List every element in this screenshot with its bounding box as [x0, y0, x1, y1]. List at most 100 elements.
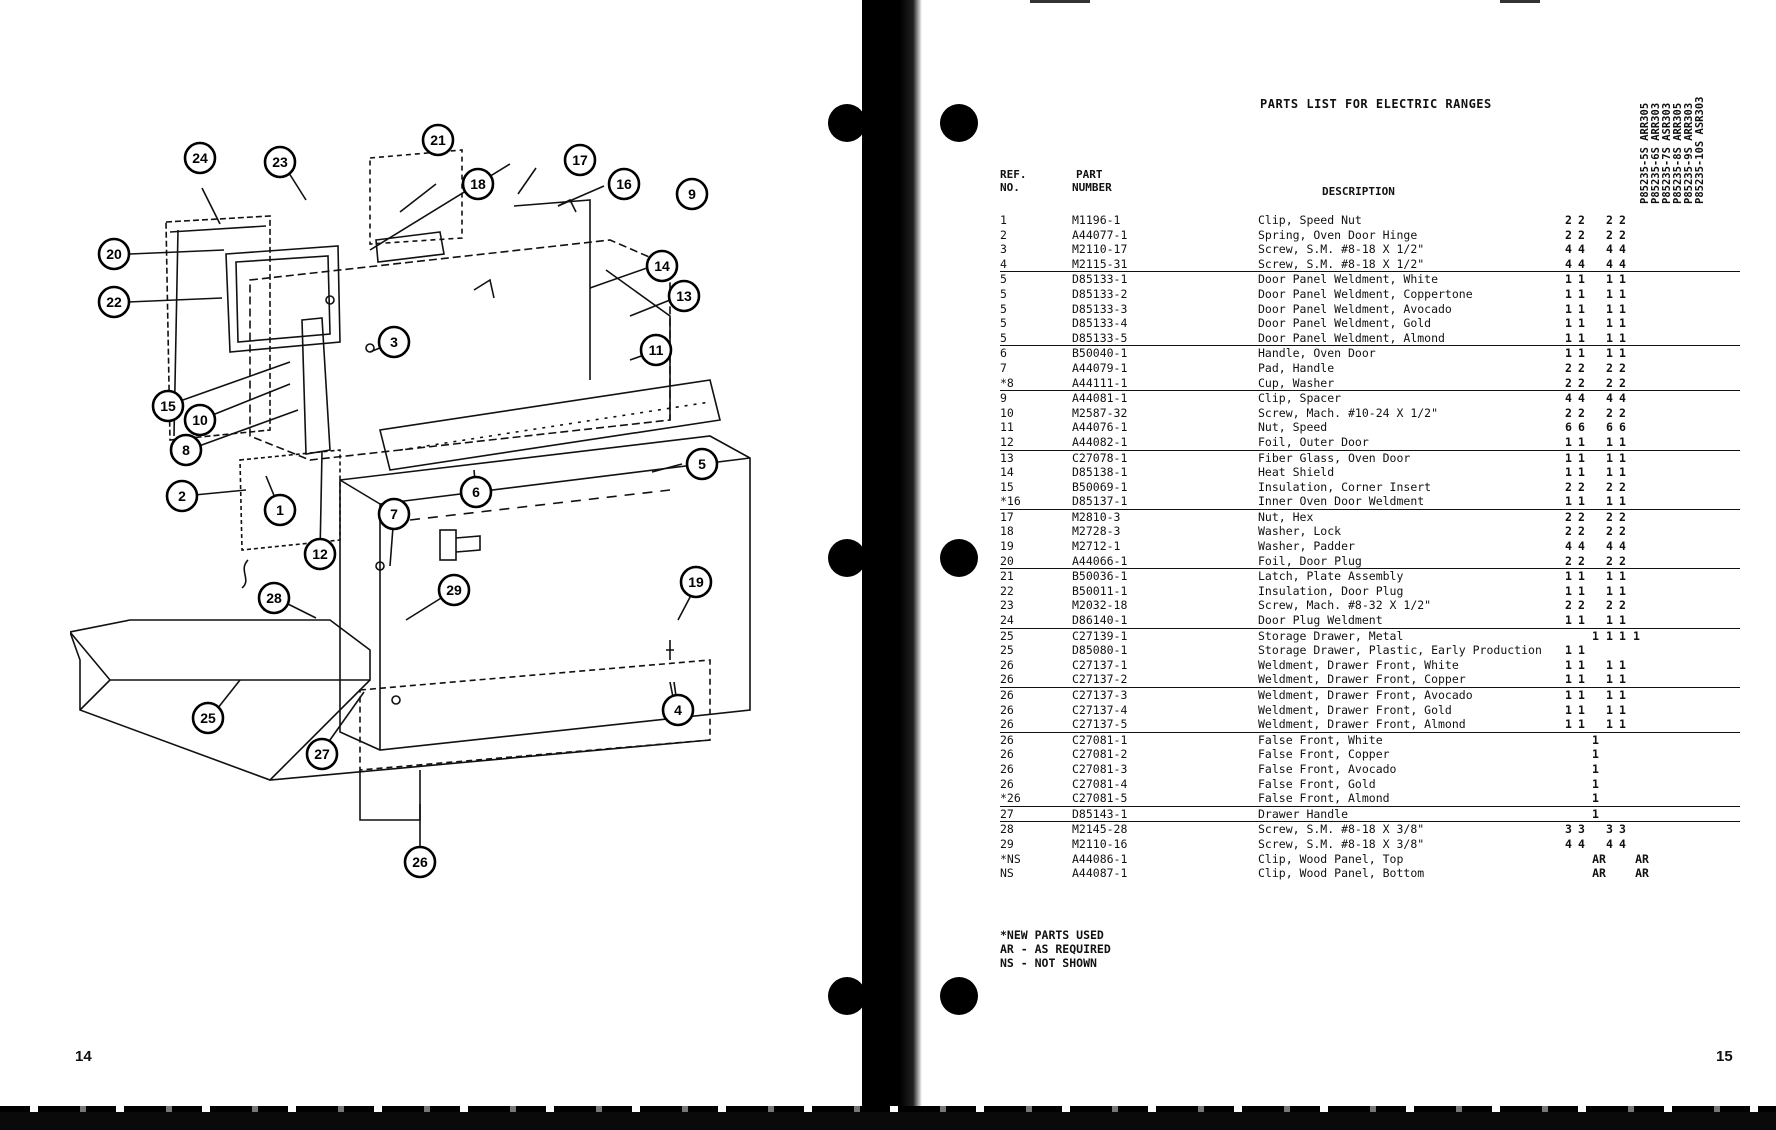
quantity-cell: 1 [1578, 450, 1585, 465]
part-number-cell: M2712-1 [1072, 539, 1121, 554]
quantity-cell: 2 [1565, 375, 1572, 390]
quantity-cell: 2 [1619, 509, 1626, 524]
quantity-cell: 2 [1565, 598, 1572, 613]
quantity-cell: 1 [1565, 494, 1572, 509]
part-number-cell: M2587-32 [1072, 405, 1128, 420]
quantity-cell: 1 [1565, 286, 1572, 301]
quantity-cell: 2 [1619, 553, 1626, 568]
callout-15: 15 [151, 389, 185, 423]
callout-12: 12 [303, 537, 337, 571]
quantity-cell: 2 [1606, 598, 1613, 613]
punch-hole [828, 104, 866, 142]
ref-no-cell: 5 [1000, 301, 1007, 316]
part-number-cell: A44066-1 [1072, 553, 1128, 568]
quantity-cell: 1 [1578, 434, 1585, 449]
ref-no-cell: 5 [1000, 316, 1007, 331]
callout-label: 16 [616, 176, 632, 192]
callout-circle [461, 167, 495, 201]
part-number-cell: A44087-1 [1072, 866, 1128, 881]
header-ref-no: REF. NO. [1000, 168, 1027, 194]
quantity-cell: 4 [1606, 256, 1613, 271]
callout-21: 21 [421, 123, 455, 157]
description-cell: Spring, Oven Door Hinge [1258, 227, 1418, 242]
part-number-cell: B50036-1 [1072, 569, 1128, 584]
quantity-cell: 4 [1619, 391, 1626, 406]
callout-label: 20 [106, 246, 122, 262]
ref-no-cell: 6 [1000, 346, 1007, 361]
callout-label: 5 [698, 456, 706, 472]
part-number-cell: D85080-1 [1072, 643, 1128, 658]
quantity-cell: 1 [1565, 272, 1572, 287]
callout-label: 18 [470, 176, 486, 192]
callout-6: 6 [459, 475, 493, 509]
quantity-cell: 1 [1565, 301, 1572, 316]
header-part-number: PART NUMBER [1072, 168, 1112, 194]
description-cell: Weldment, Drawer Front, Almond [1258, 717, 1466, 732]
callout-circle [303, 537, 337, 571]
callout-22: 22 [97, 285, 131, 319]
quantity-cell: 1 [1565, 643, 1572, 658]
ref-no-cell: 2 [1000, 227, 1007, 242]
description-cell: Door Panel Weldment, Avocado [1258, 301, 1452, 316]
quantity-cell: 4 [1619, 256, 1626, 271]
quantity-cell: 2 [1619, 213, 1626, 227]
callout-label: 13 [676, 288, 692, 304]
quantity-cell: 1 [1619, 717, 1626, 732]
quantity-cell: 1 [1578, 688, 1585, 702]
description-cell: Clip, Wood Panel, Bottom [1258, 866, 1425, 881]
quantity-cell: 1 [1606, 688, 1613, 702]
ref-no-cell: 10 [1000, 405, 1014, 420]
part-number-cell: C27081-1 [1072, 732, 1128, 747]
description-cell: Heat Shield [1258, 465, 1335, 480]
callout-label: 1 [276, 502, 284, 518]
quantity-cell: 2 [1578, 227, 1585, 242]
callout-circle [191, 701, 225, 735]
description-cell: False Front, Gold [1258, 776, 1376, 791]
description-cell: Weldment, Drawer Front, Copper [1258, 672, 1466, 687]
quantity-cell: 4 [1578, 256, 1585, 271]
callout-20: 20 [97, 237, 131, 271]
callout-label: 21 [430, 132, 446, 148]
quantity-cell: 2 [1578, 524, 1585, 539]
quantity-cell: 4 [1565, 539, 1572, 554]
quantity-cell: 2 [1565, 360, 1572, 375]
quantity-cell: 2 [1565, 479, 1572, 494]
callout-label: 12 [312, 546, 328, 562]
quantity-cell: 1 [1578, 613, 1585, 628]
quantity-cell: 1 [1565, 346, 1572, 361]
callout-circle [183, 141, 217, 175]
callout-14: 14 [645, 249, 679, 283]
description-cell: Screw, Mach. #8-32 X 1/2" [1258, 598, 1432, 613]
callout-28: 28 [257, 581, 291, 615]
description-cell: Inner Oven Door Weldment [1258, 494, 1425, 509]
callout-17: 17 [563, 143, 597, 177]
callout-label: 26 [412, 854, 428, 870]
part-number-cell: D85133-1 [1072, 272, 1128, 287]
callout-circle [183, 403, 217, 437]
callout-label: 2 [178, 488, 186, 504]
quantity-cell: AR [1592, 851, 1606, 866]
quantity-cell: 1 [1619, 316, 1626, 331]
ref-no-cell: 7 [1000, 360, 1007, 375]
description-cell: Drawer Handle [1258, 806, 1349, 821]
callout-label: 14 [654, 258, 670, 274]
ref-no-cell: *16 [1000, 494, 1021, 509]
description-cell: False Front, Copper [1258, 747, 1390, 762]
description-cell: Clip, Spacer [1258, 391, 1342, 406]
punch-hole [940, 104, 978, 142]
quantity-cell: 1 [1592, 806, 1599, 821]
quantity-cell: 1 [1606, 434, 1613, 449]
quantity-cell: 1 [1619, 569, 1626, 584]
callout-circle [263, 145, 297, 179]
quantity-cell: 2 [1565, 553, 1572, 568]
ref-no-cell: 19 [1000, 539, 1014, 554]
model-column-header: P85235-10S ASR303 [1694, 96, 1706, 204]
